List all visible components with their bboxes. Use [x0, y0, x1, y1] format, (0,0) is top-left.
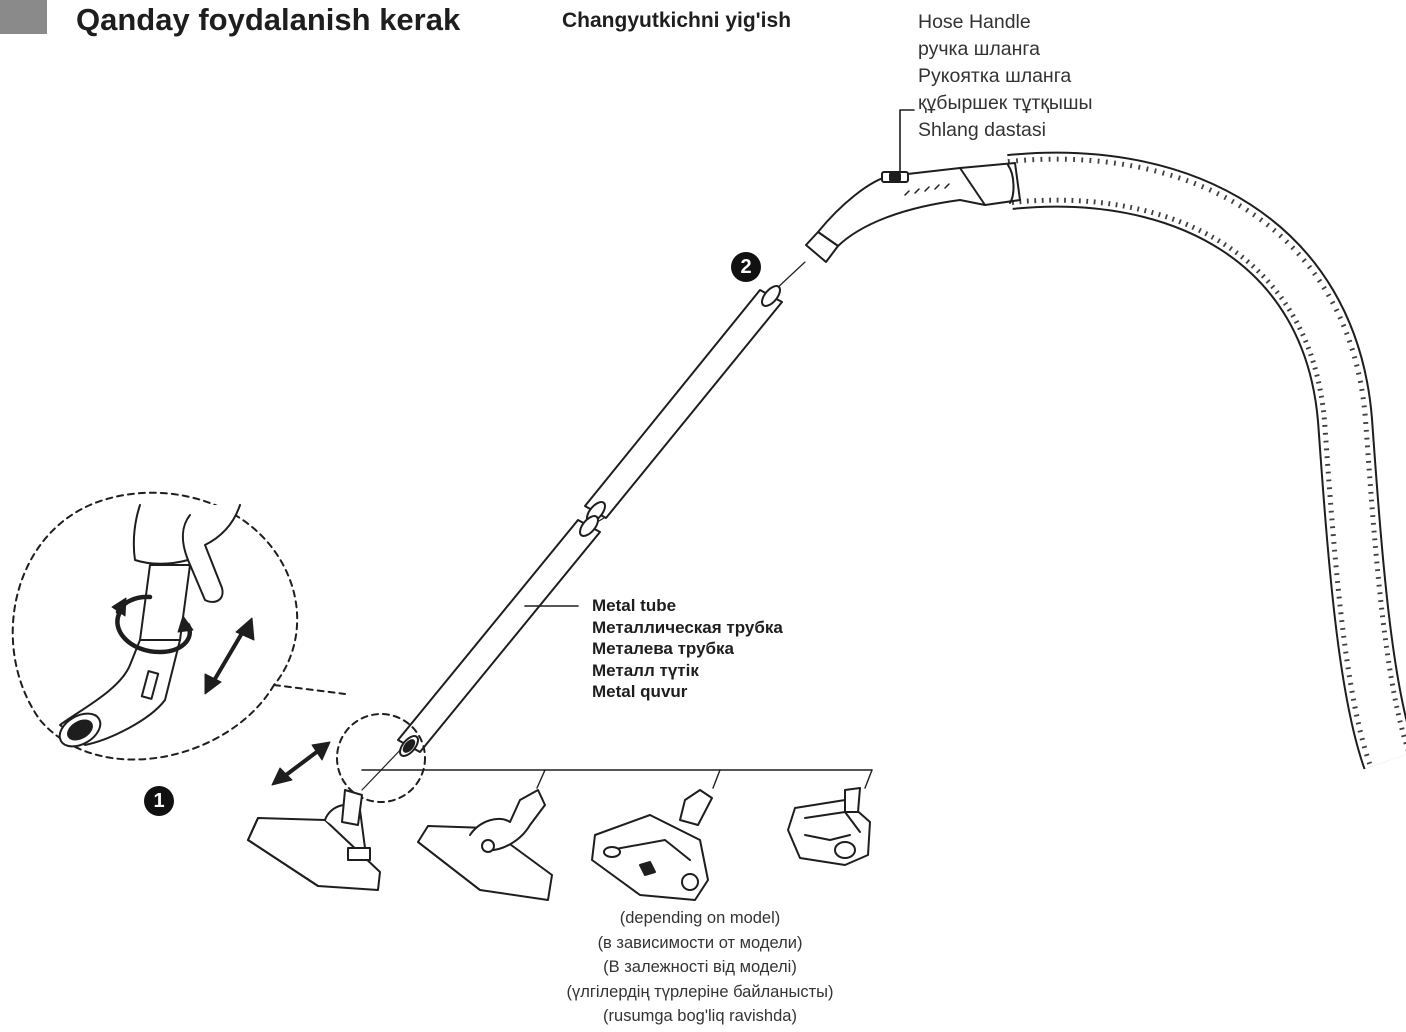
hose-handle-label-stack: Hose Handle ручка шланга Рукоятка шланга… — [918, 9, 1093, 144]
hose — [1007, 151, 1406, 770]
model-note-label-stack: (depending on model) (в зависимости от м… — [500, 906, 900, 1029]
axis-line-top — [774, 261, 806, 291]
metal-tube-label-en: Metal tube — [592, 596, 677, 615]
step-1-badge: 1 — [144, 786, 174, 816]
metal-tube-lower — [397, 515, 601, 757]
header-marker — [0, 0, 47, 34]
metal-tube-label-stack: Metal tube Металлическая трубка Металева… — [592, 595, 783, 703]
page-title: Qanday foydalanish kerak — [76, 2, 461, 37]
hose-handle — [805, 162, 1021, 263]
metal-tube-label-kk: Металл түтік — [592, 660, 699, 680]
nozzle-option-ticks — [536, 769, 873, 789]
metal-tube-label-uz: Metal quvur — [592, 682, 688, 701]
zoom-tube — [58, 564, 191, 748]
model-note-label-ru: (в зависимости от модели) — [597, 933, 803, 952]
double-arrow-icon — [204, 617, 255, 695]
axis-line-bottom — [361, 744, 406, 791]
hose-handle-label-uk: ручка шланга — [918, 38, 1040, 60]
nozzle-icon-flat-brush — [417, 789, 553, 901]
nozzle-icon-floor-brush — [247, 789, 381, 891]
metal-tube-upper — [584, 285, 783, 523]
hose-handle-leader — [899, 109, 915, 173]
metal-tube-label-ru: Металлическая трубка — [592, 617, 783, 637]
hose-handle-label-ru: Рукоятка шланга — [918, 65, 1072, 87]
double-arrow-icon-2 — [271, 741, 331, 786]
page-subtitle: Changyutkichni yig'ish — [562, 9, 792, 32]
hose-handle-label-kk: құбыршек тұтқышы — [918, 92, 1093, 114]
model-note-label-uk: (В залежності від моделі) — [603, 958, 797, 976]
model-note-label-en: (depending on model) — [619, 909, 781, 927]
model-note-label-kk: (үлгілердің түрлеріне байланысты) — [566, 982, 834, 1001]
metal-tube-label-uk: Металева трубка — [592, 639, 735, 658]
nozzle-icon-compact-turbo — [787, 787, 871, 866]
zoom-target-circle — [336, 713, 426, 803]
hand-icon — [132, 504, 241, 603]
step-2-badge: 2 — [731, 252, 761, 282]
hose-handle-label-en: Hose Handle — [918, 11, 1031, 33]
twist-arrow-icon — [111, 594, 194, 655]
hose-handle-label-uz: Shlang dastasi — [918, 119, 1046, 141]
model-note-label-uz: (rusumga bog'liq ravishda) — [603, 1007, 797, 1025]
nozzle-icon-turbo-brush — [591, 789, 713, 901]
